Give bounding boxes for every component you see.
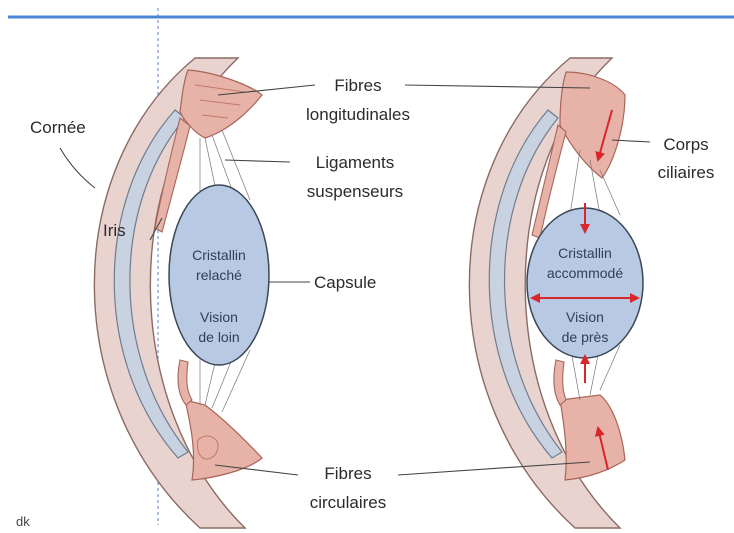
left-lower-iris [178,360,192,405]
right-lens-line3: Vision [566,309,604,325]
label-corps-ciliaires-2: ciliaires [658,163,715,182]
left-lens-line3: Vision [200,309,238,325]
left-eye-section: Cristallin relaché Vision de loin [94,58,269,528]
left-lens-line4: de loin [198,329,239,345]
label-ligaments-1: Ligaments [316,153,394,172]
right-lower-iris [554,360,566,405]
right-lens-line4: de près [562,329,609,345]
right-lens-line1: Cristallin [558,245,612,261]
label-fibres-circulaires-2: circulaires [310,493,387,512]
label-ligaments-2: suspenseurs [307,182,403,201]
left-upper-ciliary-muscle [180,70,262,138]
label-fibres-longitudinales-1: Fibres [334,76,381,95]
label-fibres-circulaires-1: Fibres [324,464,371,483]
right-lower-ciliary-muscle [560,395,625,480]
corner-mark: dk [16,514,30,529]
right-lens-line2: accommodé [547,265,623,281]
label-corps-ciliaires-1: Corps [663,135,708,154]
label-capsule: Capsule [314,273,376,292]
left-lens-line1: Cristallin [192,247,246,263]
label-iris: Iris [103,221,126,240]
label-cornee: Cornée [30,118,86,137]
label-fibres-longitudinales-2: longitudinales [306,105,410,124]
left-lens-line2: relaché [196,267,242,283]
left-lower-ciliary-muscle [185,400,262,480]
right-eye-section: Cristallin accommodé Vision de près [469,58,643,528]
